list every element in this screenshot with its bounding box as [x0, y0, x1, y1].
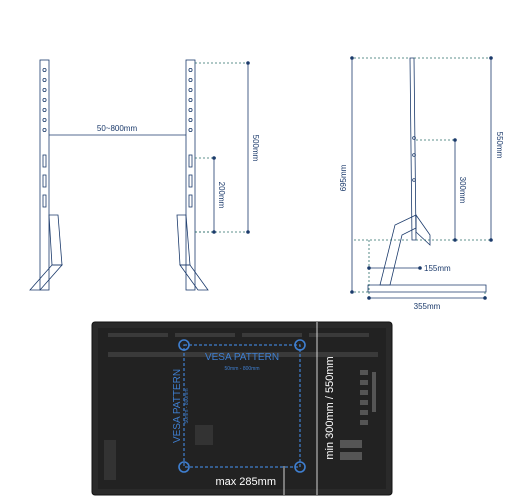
vesa-mount-holes [178, 339, 306, 473]
base-depth-label: 355mm [414, 302, 441, 311]
tv-back [91, 321, 393, 496]
right-post-holes [188, 68, 193, 208]
side-dashed-guides [354, 57, 492, 300]
tv-ports [340, 370, 376, 460]
side-base [367, 284, 487, 293]
height-full-label: 500mm [251, 135, 260, 162]
left-foot-upper [48, 214, 63, 266]
tv-height-range-label: min 300mm / 550mm [324, 356, 336, 459]
offset-depth-label: 155mm [424, 264, 451, 273]
front-view [29, 59, 250, 291]
vesa-label-horizontal: VESA PATTERN [205, 352, 279, 363]
right-foot-lower [179, 264, 209, 291]
side-view-dots [350, 56, 493, 300]
width-range-label: 50~800mm [97, 124, 138, 133]
mount-height-label: 550mm [495, 132, 504, 159]
tv-left-handle [104, 440, 116, 480]
side-brace [415, 213, 431, 246]
side-foot-front [379, 214, 417, 286]
side-view [351, 57, 492, 300]
tv-bottom-max-label: max 285mm [215, 476, 276, 488]
left-post [39, 59, 50, 291]
right-post [185, 59, 196, 291]
total-height-label: 695mm [339, 164, 348, 191]
side-post [409, 57, 417, 241]
left-post-holes [42, 68, 47, 208]
tv-vents [108, 333, 378, 357]
adjust-height-label: 300mm [458, 177, 467, 204]
right-foot-upper [176, 214, 191, 266]
vesa-range-vertical: 50mm - 800mm [184, 388, 190, 423]
front-view-dots [212, 61, 250, 234]
left-foot-lower [29, 264, 63, 291]
vesa-pattern-outline [183, 344, 301, 468]
vesa-label-vertical: VESA PATTERN [172, 369, 183, 443]
tv-center-bracket [195, 425, 213, 445]
height-short-label: 200mm [217, 182, 226, 209]
vesa-range-horizontal: 50mm - 800mm [224, 366, 259, 372]
